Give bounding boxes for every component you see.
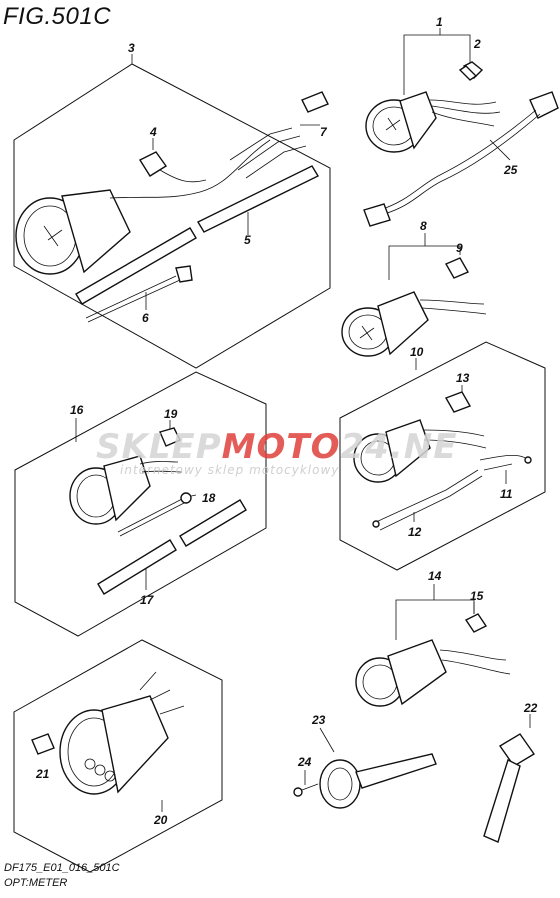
bulb-part-13 xyxy=(444,391,472,413)
callout-18: 18 xyxy=(202,491,216,505)
bulb-part-19 xyxy=(159,427,181,447)
callout-21: 21 xyxy=(35,767,50,781)
watermark-brand-red: MOTO xyxy=(222,427,341,467)
bracket-part-23 xyxy=(319,753,437,809)
wire-part-11 xyxy=(479,455,532,471)
gauge-part-14 xyxy=(355,639,511,707)
callout-17: 17 xyxy=(140,593,155,607)
figure-title: FIG.501C xyxy=(3,3,112,30)
callout-23: 23 xyxy=(311,713,326,727)
callout-7: 7 xyxy=(320,125,328,139)
callout-6: 6 xyxy=(142,311,149,325)
tie-part-6 xyxy=(85,265,193,323)
bulb-part-9 xyxy=(445,257,469,279)
gauge-part-10 xyxy=(353,419,487,483)
tube-part-17 xyxy=(97,499,247,595)
callout-14: 14 xyxy=(428,569,442,583)
watermark-brand-grey-2: 24 xyxy=(341,427,390,467)
gauge-part-3 xyxy=(15,139,271,275)
tube-part-5 xyxy=(75,165,319,305)
callout-13: 13 xyxy=(456,371,470,385)
tie-part-18 xyxy=(117,492,192,537)
callout-24: 24 xyxy=(297,755,312,769)
callout-16: 16 xyxy=(70,403,84,417)
gauge-part-1 xyxy=(365,91,501,153)
callout-8: 8 xyxy=(420,219,427,233)
callout-19: 19 xyxy=(164,407,178,421)
bulb-part-2 xyxy=(458,61,484,81)
callouts: 1 2 3 4 5 6 7 8 9 10 11 12 13 14 15 16 1… xyxy=(35,15,538,827)
callout-4: 4 xyxy=(149,125,157,139)
connector-part-7 xyxy=(301,91,329,113)
callout-15: 15 xyxy=(470,589,484,603)
harness-bundle-part-3 xyxy=(229,127,307,179)
gauge-part-20 xyxy=(59,671,185,795)
footer-name: OPT:METER xyxy=(4,877,68,889)
callout-2: 2 xyxy=(473,37,481,51)
callout-25: 25 xyxy=(503,163,518,177)
group-frame-10 xyxy=(339,341,546,571)
callout-3: 3 xyxy=(128,41,135,55)
gauge-part-8 xyxy=(341,291,487,357)
bulb-part-21 xyxy=(31,733,55,755)
svg-text:SKLEPMOTO24.NE: SKLEPMOTO24.NE xyxy=(96,427,457,467)
screw-part-24 xyxy=(293,783,319,797)
callout-5: 5 xyxy=(244,233,251,247)
watermark-tagline: internetowy sklep motocyklowy xyxy=(120,463,339,477)
watermark-brand-grey-3: .NE xyxy=(390,427,458,467)
wire-part-12 xyxy=(372,469,483,531)
bulb-part-15 xyxy=(464,613,488,633)
callout-20: 20 xyxy=(153,813,168,827)
footer-code: DF175_E01_016_501C xyxy=(4,862,120,874)
callout-10: 10 xyxy=(410,345,424,359)
harness-part-25 xyxy=(363,91,559,227)
watermark: SKLEPMOTO24.NE internetowy sklep motocyk… xyxy=(96,427,457,477)
callout-12: 12 xyxy=(408,525,422,539)
callout-1: 1 xyxy=(436,15,443,29)
watermark-brand-grey-1: SKLEP xyxy=(96,427,222,467)
callout-22: 22 xyxy=(523,701,538,715)
callout-9: 9 xyxy=(456,241,463,255)
callout-11: 11 xyxy=(500,487,513,501)
lever-part-22 xyxy=(483,733,536,843)
group-frame-20 xyxy=(13,639,223,873)
socket-part-4 xyxy=(138,151,207,183)
leader-lines xyxy=(43,28,531,812)
gauge-part-16 xyxy=(69,455,183,525)
group-frame-16 xyxy=(14,371,267,637)
